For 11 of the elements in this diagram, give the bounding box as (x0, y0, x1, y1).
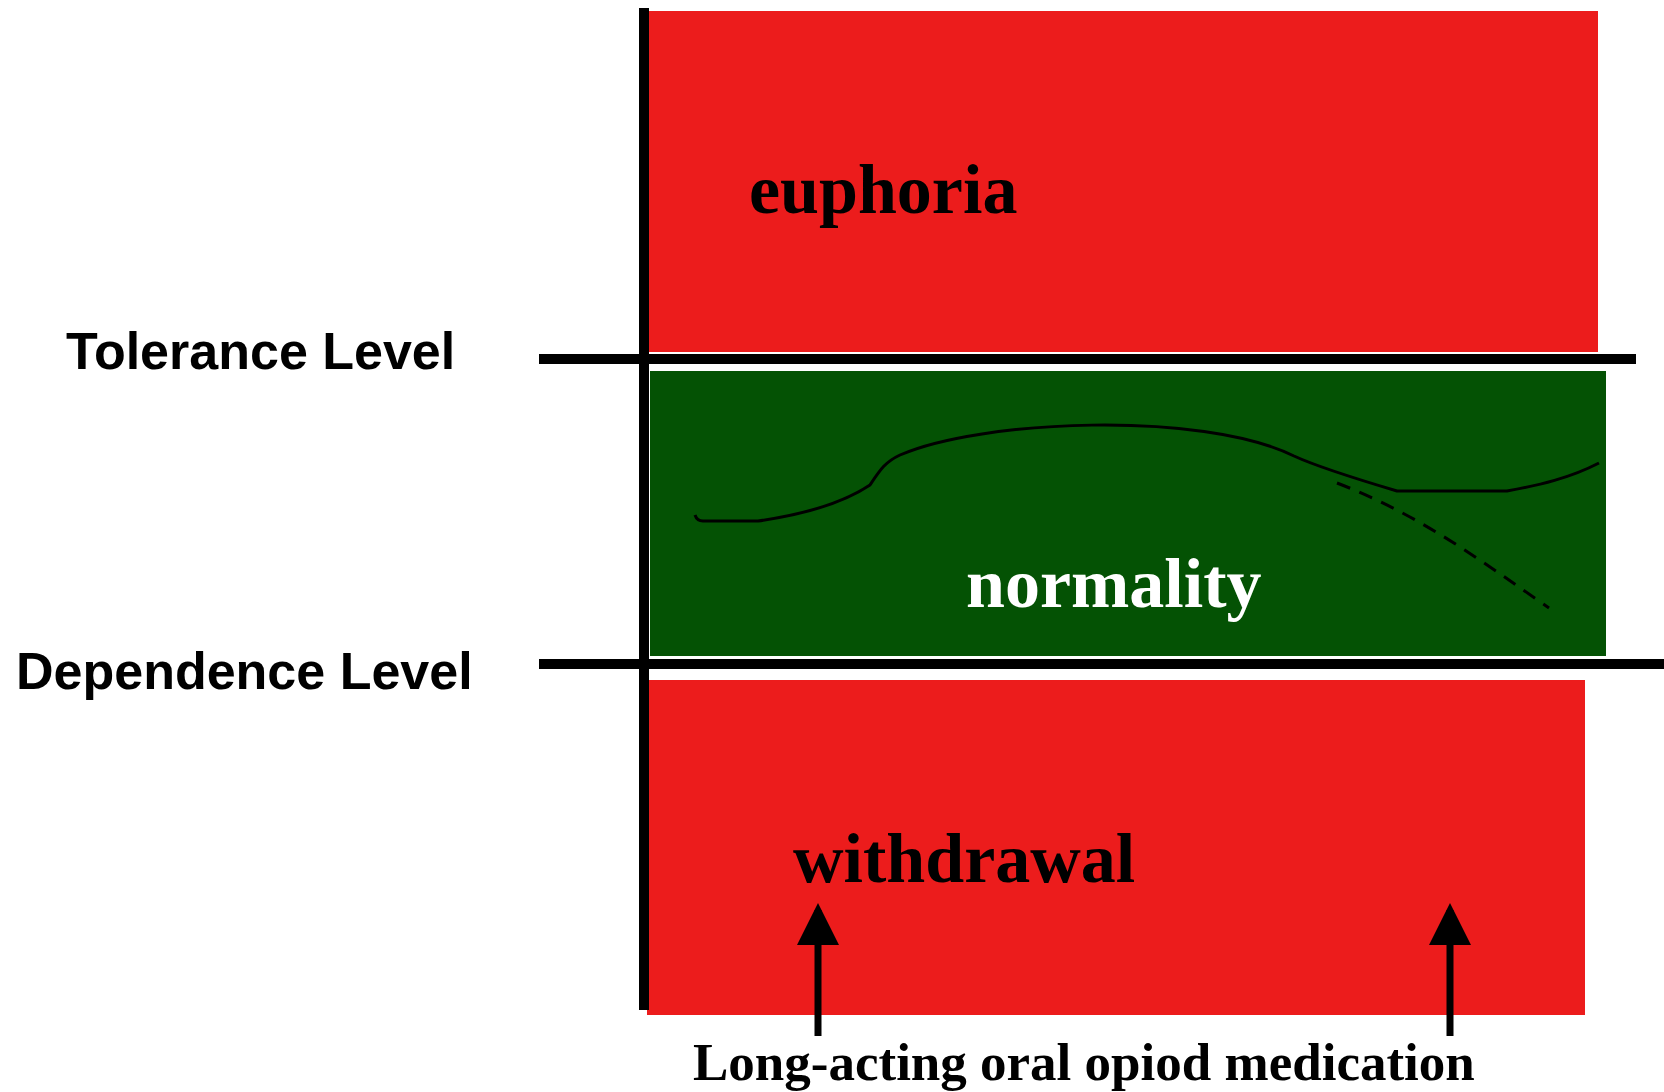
normality-band (650, 371, 1606, 656)
arrow (1429, 903, 1471, 1036)
zone-label: euphoria (749, 151, 1018, 228)
zone-label: withdrawal (793, 820, 1136, 897)
level-label: Tolerance Level (66, 323, 456, 381)
zone-label: normality (966, 545, 1262, 622)
withdrawal-band (647, 680, 1585, 1015)
caption-text: Long-acting oral opiod medication (693, 1036, 1475, 1089)
arrow (797, 903, 839, 1036)
euphoria-band (649, 11, 1598, 352)
level-label: Dependence Level (16, 643, 473, 701)
